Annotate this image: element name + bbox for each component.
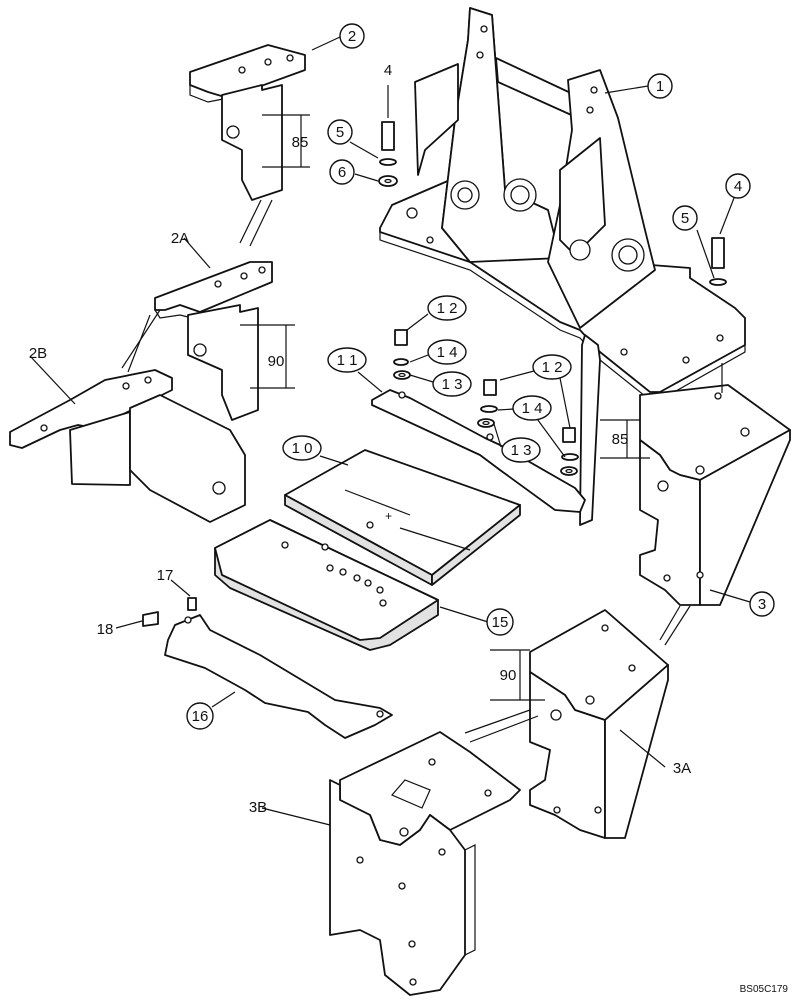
hardware-12-13-14 bbox=[393, 329, 579, 476]
callout-12a: 1 2 bbox=[427, 295, 467, 321]
callout-11-label: 1 1 bbox=[337, 352, 358, 369]
bar-part-11 bbox=[371, 389, 586, 513]
support-part-3 bbox=[639, 384, 791, 606]
callout-13a-label: 1 3 bbox=[442, 376, 463, 393]
callout-13b: 1 3 bbox=[501, 437, 541, 463]
hardware-4-5-6 bbox=[378, 121, 727, 286]
callout-4a-label: 4 bbox=[384, 62, 392, 79]
bracket-part-2 bbox=[189, 44, 306, 201]
plate-part-3b bbox=[329, 731, 521, 996]
callout-15-label: 15 bbox=[492, 614, 509, 631]
callout-1-label: 1 bbox=[656, 78, 664, 95]
support-part-3a bbox=[529, 609, 669, 839]
bracket-part-2b bbox=[9, 369, 246, 523]
callout-14b: 1 4 bbox=[512, 395, 552, 421]
dimension-90-support: 90 bbox=[500, 667, 517, 684]
callout-14b-label: 1 4 bbox=[522, 400, 543, 417]
callout-3b-label: 3B bbox=[249, 799, 267, 816]
callout-3a-label: 3A bbox=[673, 760, 691, 777]
callout-14a: 1 4 bbox=[427, 339, 467, 365]
dimension-85-support: 85 bbox=[612, 431, 629, 448]
callout-5a-label: 5 bbox=[336, 124, 344, 141]
hardware-17-18 bbox=[142, 597, 197, 627]
callout-17-label: 17 bbox=[157, 567, 174, 584]
callout-18-label: 18 bbox=[97, 621, 114, 638]
callout-12b: 1 2 bbox=[532, 354, 572, 380]
dimension-85-bracket: 85 bbox=[292, 134, 309, 151]
callout-12b-label: 1 2 bbox=[542, 359, 563, 376]
callout-2: 2 bbox=[339, 23, 365, 49]
dimension-90-bracket: 90 bbox=[268, 353, 285, 370]
callout-11: 1 1 bbox=[327, 347, 367, 373]
callout-2b-label: 2B bbox=[29, 345, 47, 362]
callout-13a: 1 3 bbox=[432, 371, 472, 397]
callout-6: 6 bbox=[329, 159, 355, 185]
main-frame-part-1 bbox=[379, 7, 746, 526]
callout-4b-label: 4 bbox=[734, 178, 742, 195]
callout-5a: 5 bbox=[327, 119, 353, 145]
callout-6-label: 6 bbox=[338, 164, 346, 181]
callout-3: 3 bbox=[749, 591, 775, 617]
callout-16: 16 bbox=[186, 702, 214, 730]
callout-leaders bbox=[29, 36, 751, 826]
callout-13b-label: 1 3 bbox=[511, 442, 532, 459]
callout-14a-label: 1 4 bbox=[437, 344, 458, 361]
pad-part-10: + bbox=[284, 449, 521, 586]
bracket-part-2a bbox=[154, 261, 273, 421]
callout-5b: 5 bbox=[672, 205, 698, 231]
callout-3-label: 3 bbox=[758, 596, 766, 613]
callout-16-label: 16 bbox=[192, 708, 209, 725]
callout-2a-label: 2A bbox=[171, 230, 189, 247]
callout-10: 1 0 bbox=[282, 435, 322, 461]
callout-10-label: 1 0 bbox=[292, 440, 313, 457]
callout-1: 1 bbox=[647, 73, 673, 99]
callout-5b-label: 5 bbox=[681, 210, 689, 227]
dimension-lines bbox=[240, 114, 650, 701]
tray-part-15 bbox=[214, 519, 439, 651]
strap-part-16 bbox=[164, 614, 393, 739]
svg-text:+: + bbox=[385, 509, 392, 523]
alignment-lines bbox=[121, 199, 723, 743]
callout-2-label: 2 bbox=[348, 28, 356, 45]
callout-15: 15 bbox=[486, 608, 514, 636]
callout-12a-label: 1 2 bbox=[437, 300, 458, 317]
reference-code: BS05C179 bbox=[740, 984, 789, 995]
callout-4b: 4 bbox=[725, 173, 751, 199]
